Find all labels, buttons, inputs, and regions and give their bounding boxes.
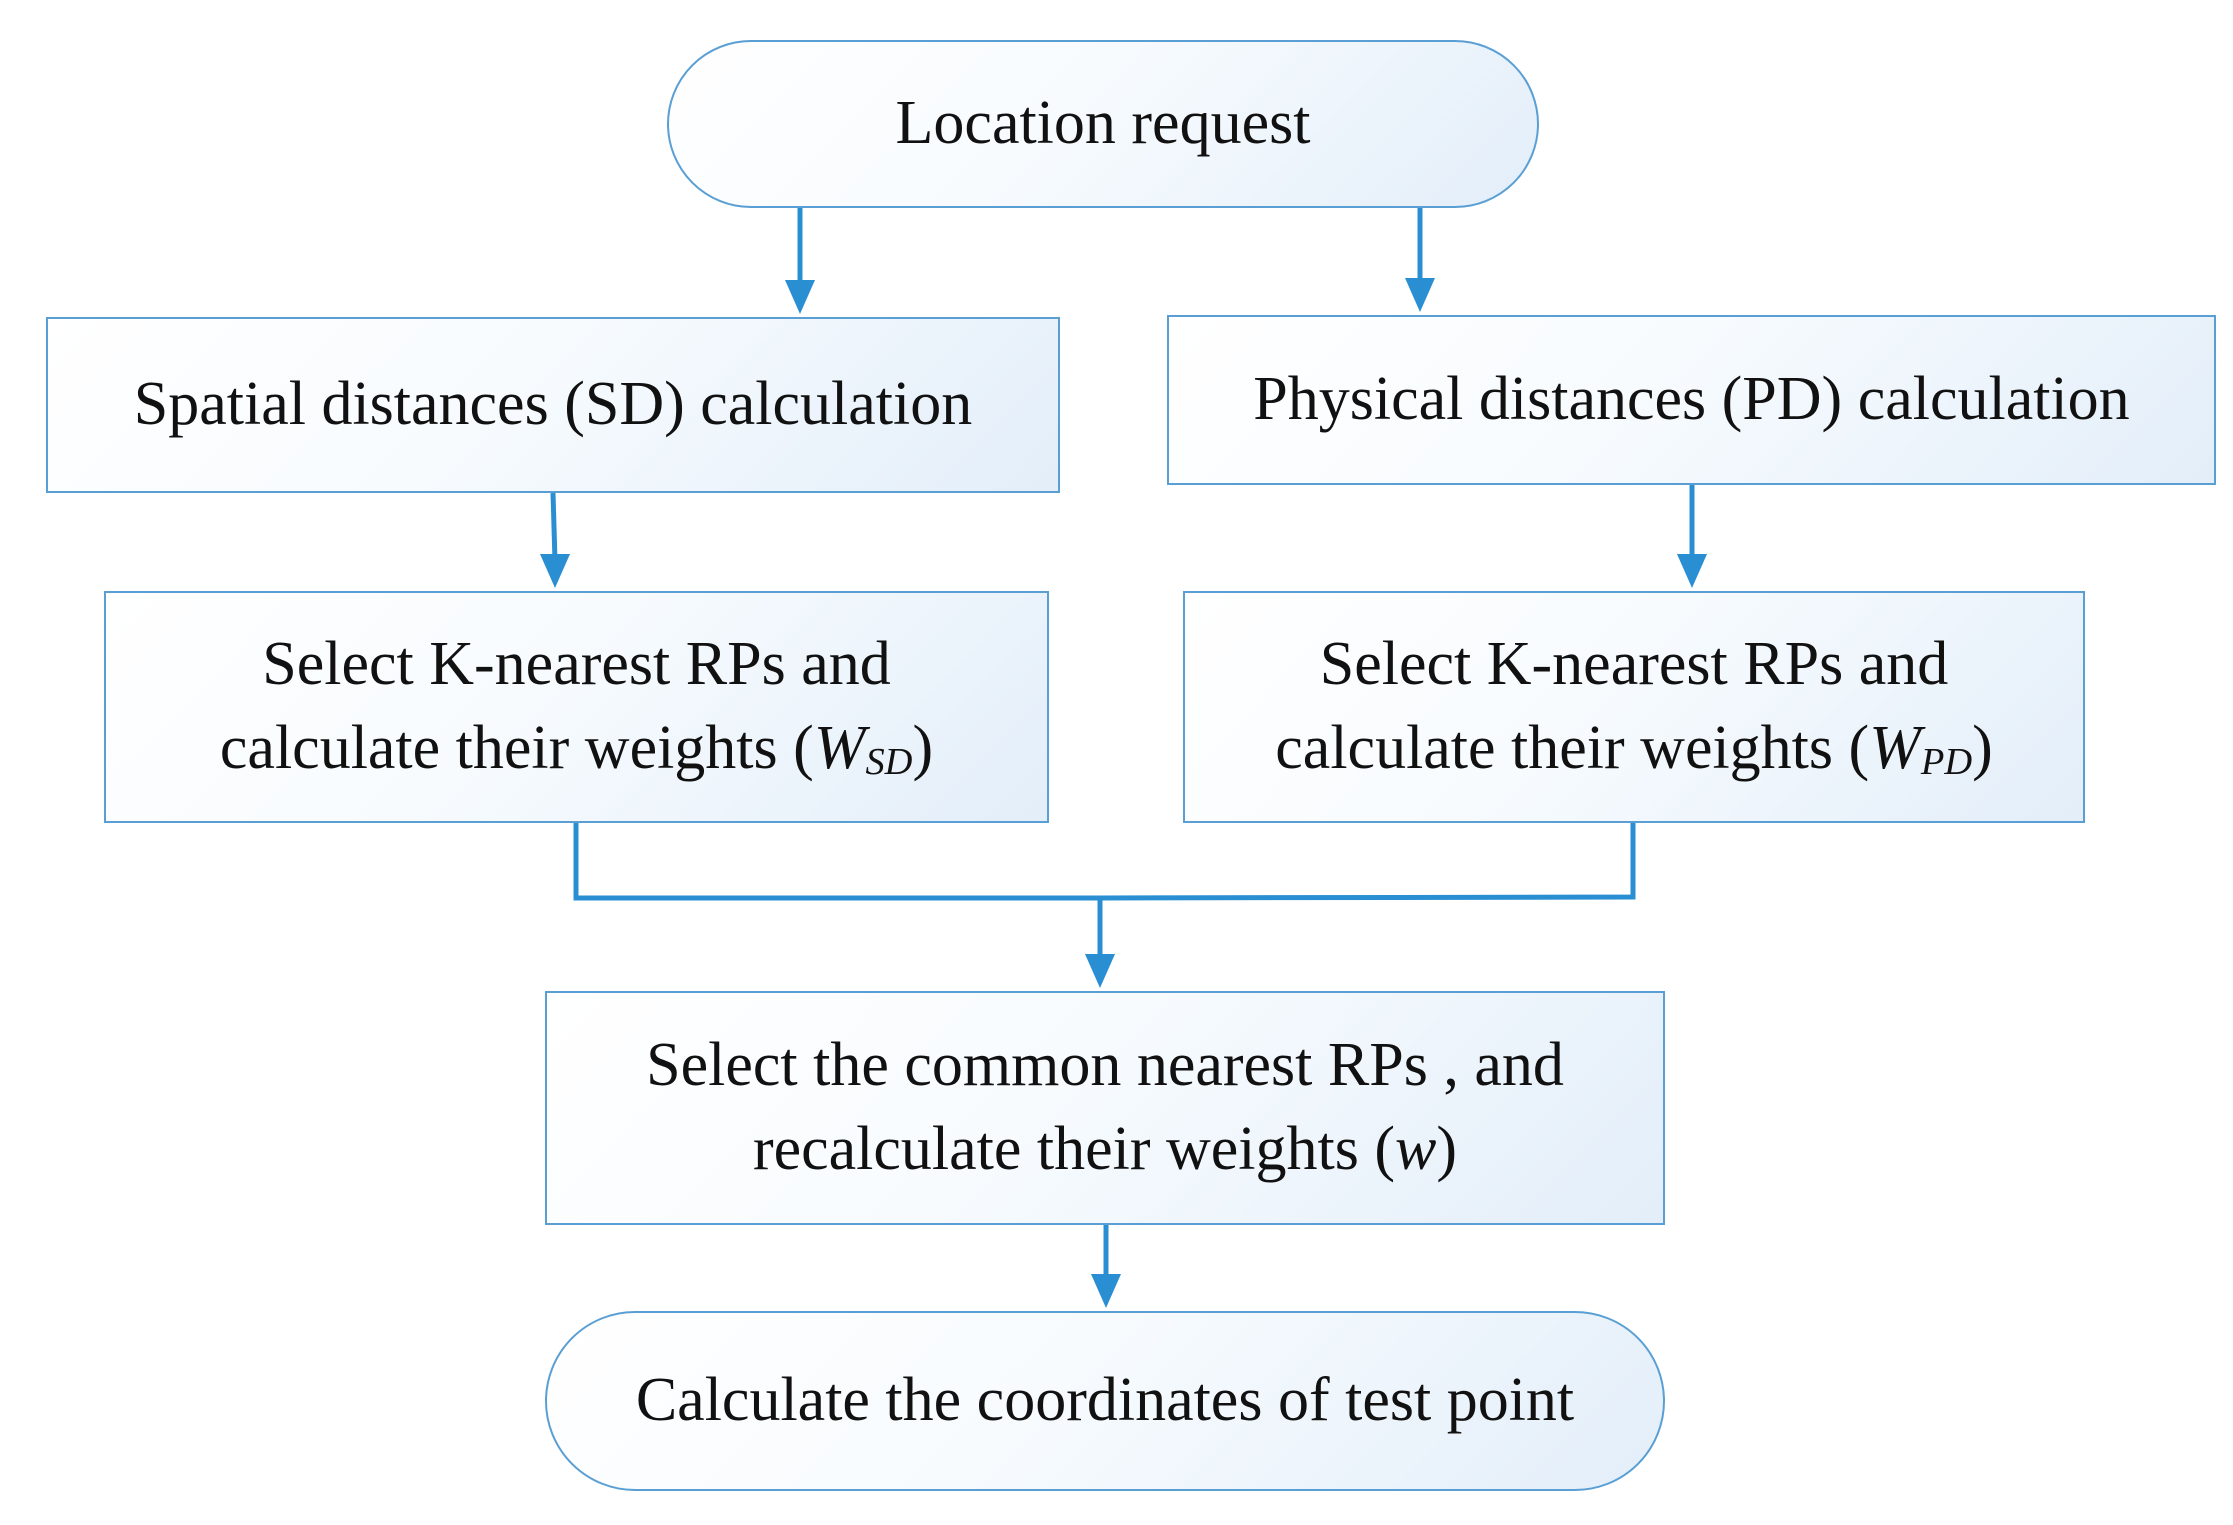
select-common-node: Select the common nearest RPs , and reca…	[545, 991, 1665, 1225]
calculate-coordinates-node: Calculate the coordinates of test point	[545, 1311, 1665, 1491]
select-sd-line2-suffix: )	[912, 714, 934, 782]
select-sd-line1: Select K-nearest RPs and	[262, 630, 891, 699]
select-common-line2-prefix: recalculate their weights (	[752, 1115, 1396, 1183]
arrowhead-pd	[1405, 278, 1435, 312]
sd-calculation-node: Spatial distances (SD) calculation	[46, 317, 1060, 493]
weight-symbol-common: w	[1395, 1115, 1437, 1183]
select-pd-line2-prefix: calculate their weights (	[1275, 714, 1870, 782]
select-pd-line2-suffix: )	[1972, 714, 1993, 782]
arrowhead-select-common	[1085, 954, 1115, 988]
select-sd-node: Select K-nearest RPs and calculate their…	[104, 591, 1049, 823]
arrowhead-coordinates	[1091, 1274, 1121, 1308]
select-pd-node: Select K-nearest RPs and calculate their…	[1183, 591, 2085, 823]
edge-sd-to-select-sd	[550, 492, 558, 562]
weight-subscript-pd: PD	[1920, 740, 1973, 783]
select-common-line2: recalculate their weights (w)	[753, 1108, 1457, 1192]
location-request-label: Location request	[895, 89, 1311, 158]
select-sd-line2-prefix: calculate their weights (	[219, 714, 814, 782]
edge-select-sd-to-merge	[573, 823, 1100, 901]
select-common-line2-suffix: )	[1436, 1115, 1458, 1183]
pd-calculation-node: Physical distances (PD) calculation	[1167, 315, 2216, 485]
weight-symbol-pd: W	[1869, 714, 1921, 782]
sd-calculation-label: Spatial distances (SD) calculation	[133, 370, 973, 439]
arrowhead-sd	[785, 280, 815, 314]
pd-calculation-label: Physical distances (PD) calculation	[1253, 365, 2130, 434]
edge-select-pd-to-merge	[1099, 823, 1636, 901]
select-sd-line2: calculate their weights (WSD)	[220, 707, 933, 791]
arrowhead-select-sd	[540, 554, 570, 588]
weight-symbol-sd: W	[813, 714, 866, 782]
select-pd-line2: calculate their weights (WPD)	[1275, 707, 1992, 791]
arrowhead-select-pd	[1677, 554, 1707, 588]
location-request-node: Location request	[667, 40, 1539, 208]
select-pd-line1: Select K-nearest RPs and	[1319, 630, 1949, 699]
calculate-coordinates-label: Calculate the coordinates of test point	[635, 1366, 1575, 1435]
select-common-line1: Select the common nearest RPs , and	[646, 1031, 1564, 1100]
weight-subscript-sd: SD	[865, 740, 913, 783]
